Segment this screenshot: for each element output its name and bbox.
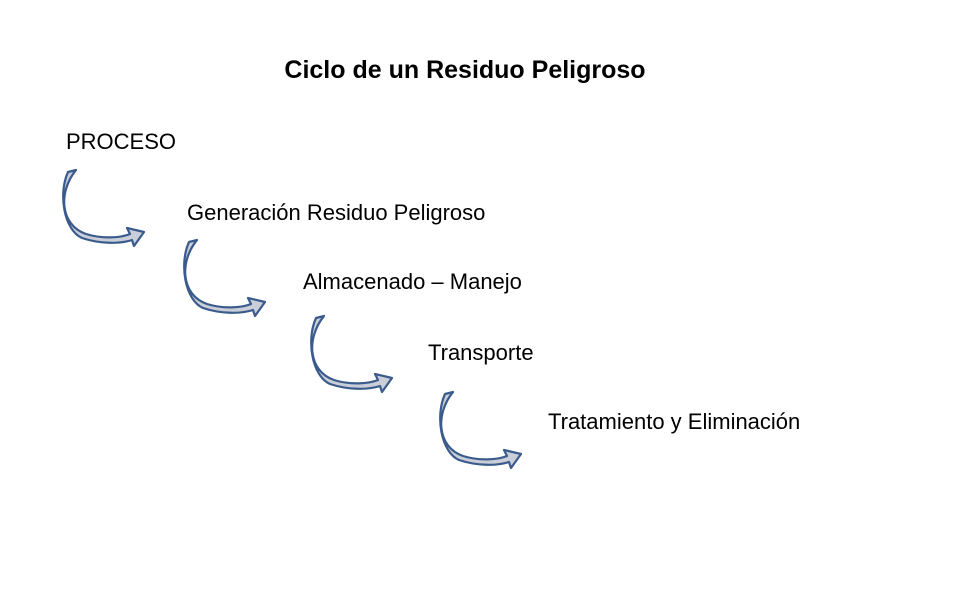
process-label: PROCESO: [66, 129, 177, 154]
page-title: Ciclo de un Residuo Peligroso: [284, 56, 646, 84]
step-label-transporte: Transporte: [428, 340, 534, 365]
curved-arrow-icon: [439, 390, 523, 470]
step-label-almacenado: Almacenado – Manejo: [303, 269, 522, 294]
curved-arrow-icon: [62, 168, 146, 248]
curved-arrow-icon: [310, 314, 394, 394]
step-label-tratamiento: Tratamiento y Eliminación: [548, 409, 801, 434]
step-label-generacion: Generación Residuo Peligroso: [187, 200, 486, 225]
curved-arrow-icon: [183, 238, 267, 318]
